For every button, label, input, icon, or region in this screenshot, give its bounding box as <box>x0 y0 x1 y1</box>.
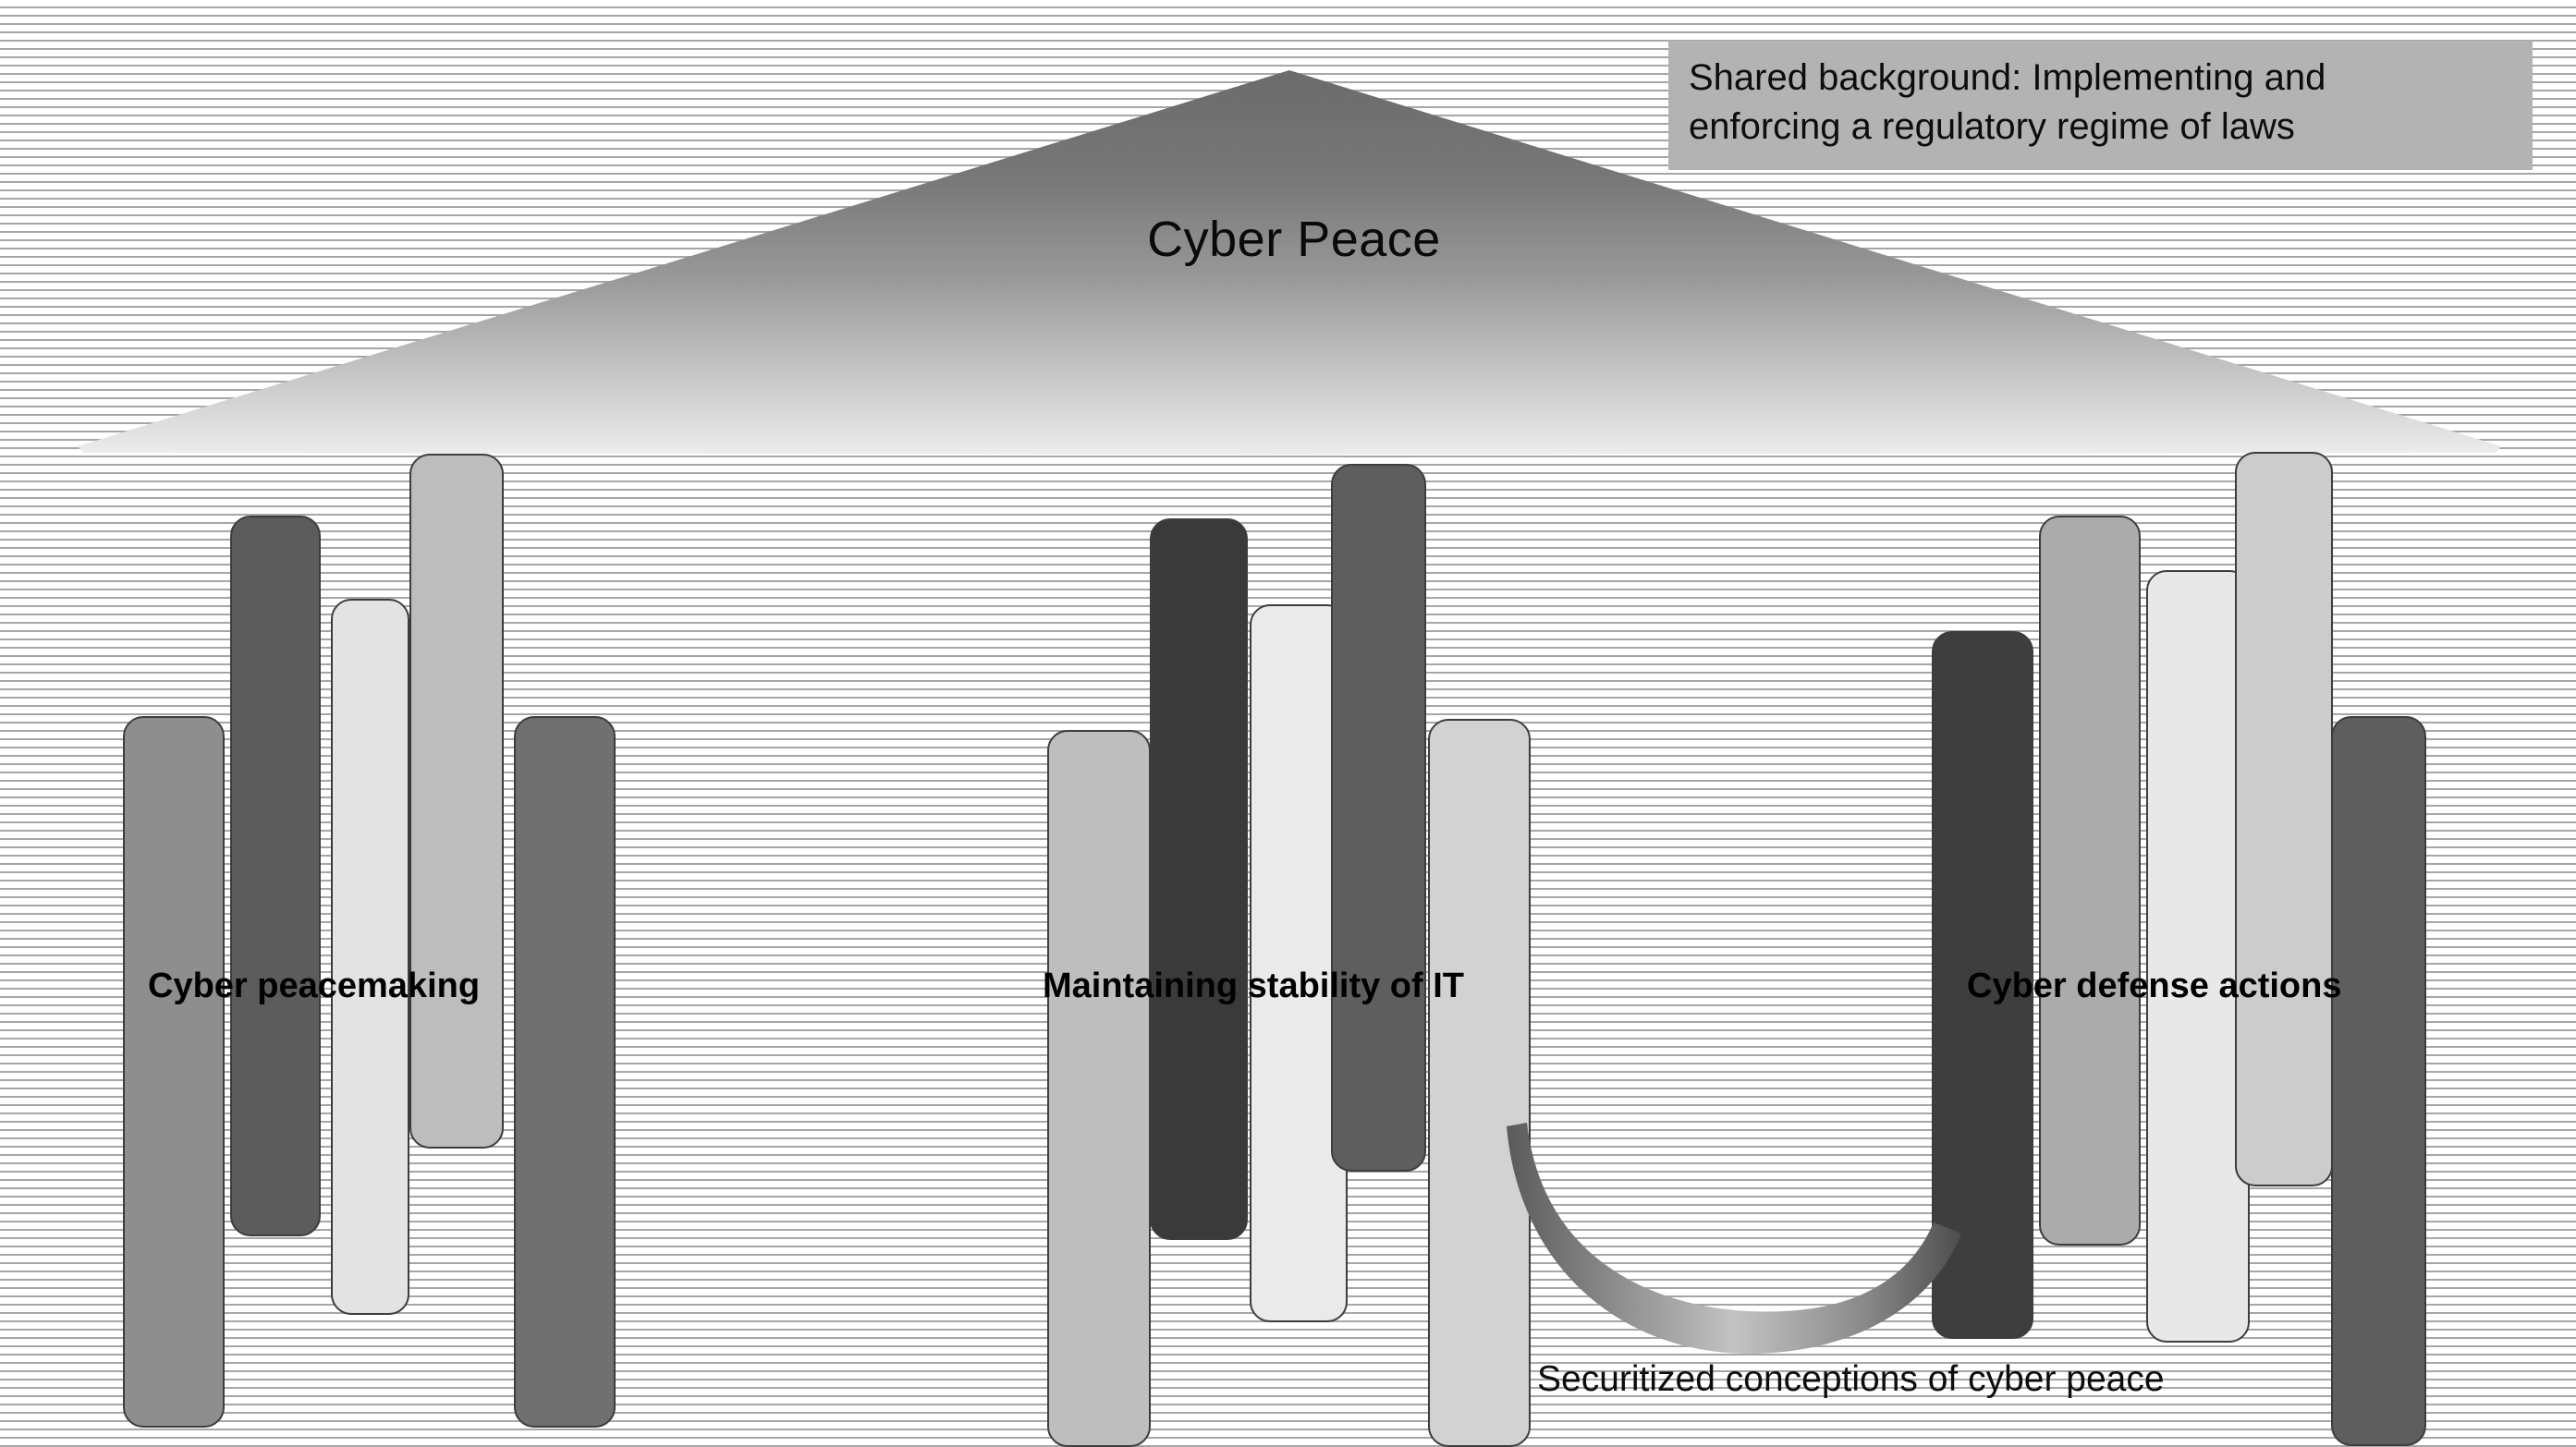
shared-background-callout: Shared background: Implementing and enfo… <box>1668 41 2533 170</box>
callout-line-2: enforcing a regulatory regime of laws <box>1689 105 2295 147</box>
securitized-conceptions-caption: Securitized conceptions of cyber peace <box>1537 1359 2165 1399</box>
callout-line-1: Shared background: Implementing and <box>1689 57 2326 98</box>
pillar-bar <box>1428 719 1531 1447</box>
pillar-bar <box>331 599 409 1315</box>
pillar-group-label-maintaining-stability-of-it: Maintaining stability of IT <box>1043 967 1464 1005</box>
pillar-bar <box>123 716 225 1428</box>
pillar-bar <box>2331 716 2426 1446</box>
pillar-bar <box>1150 518 1248 1240</box>
page-title: Cyber Peace <box>1147 212 1441 267</box>
pillar-bar <box>1331 464 1426 1172</box>
pillar-group-label-cyber-peacemaking: Cyber peacemaking <box>148 967 481 1005</box>
pillar-bar <box>2039 516 2141 1246</box>
pillar-bar <box>514 716 616 1428</box>
pillar-group-label-cyber-defense-actions: Cyber defense actions <box>1967 967 2342 1005</box>
pillar-bar <box>409 454 504 1149</box>
pillar-bar <box>1047 730 1151 1447</box>
pillar-bar <box>2235 452 2333 1186</box>
pillar-bar <box>230 516 321 1236</box>
curved-arc-icon <box>1507 1123 1961 1355</box>
